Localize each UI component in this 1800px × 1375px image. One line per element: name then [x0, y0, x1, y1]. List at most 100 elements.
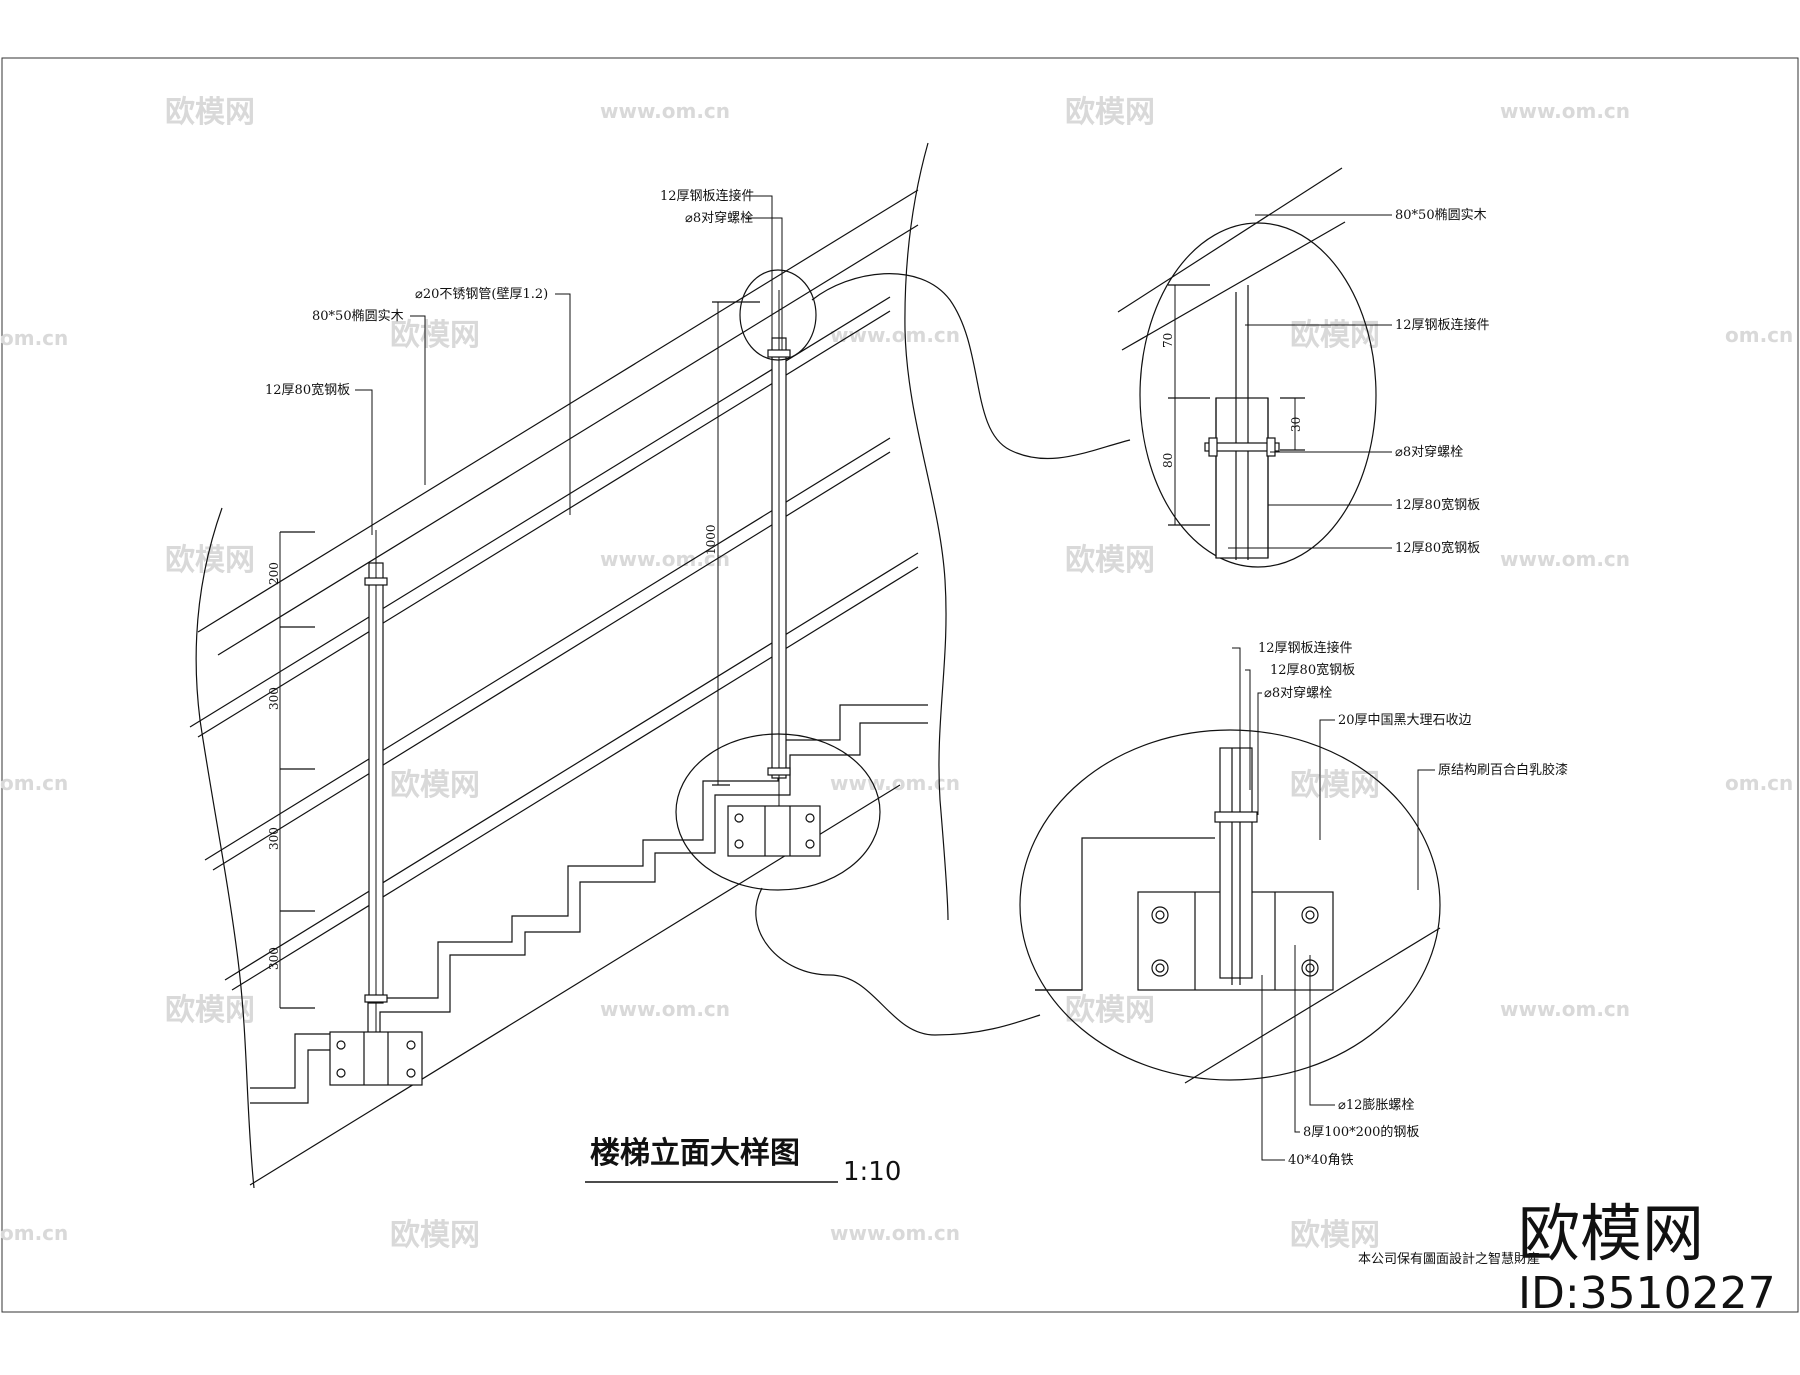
detail-bolt: [1214, 811, 1258, 823]
leader-line: [745, 195, 773, 345]
detail-connector: [1219, 747, 1253, 979]
break-line-right: [904, 142, 949, 921]
bolt-icon: [1151, 959, 1169, 977]
wood-handrail: [197, 189, 919, 633]
label-bolt: ⌀8对穿螺栓: [685, 210, 753, 226]
detail-plate: [1215, 397, 1269, 559]
wood-handrail: [217, 224, 919, 656]
dimension-1000: 1000: [704, 524, 718, 555]
watermark-site: www.om.cn: [600, 99, 730, 123]
bolt-icon: [406, 1040, 416, 1050]
watermark-logo: 欧模网: [390, 768, 480, 803]
leader-line: [1245, 669, 1251, 790]
label-marble: 20厚中国黑大理石收边: [1338, 713, 1472, 728]
label-bolt: ⌀8对穿螺栓: [1395, 444, 1463, 460]
steel-tube: [224, 552, 919, 981]
steel-tube: [231, 566, 919, 991]
top-detail: [1117, 167, 1392, 568]
callout-connector: [755, 887, 1041, 1036]
leader-line: [1319, 719, 1335, 840]
label-steel-connector: 12厚钢板连接件: [1395, 317, 1490, 333]
detail-bolt: [1204, 442, 1280, 452]
leader-line: [1417, 769, 1435, 890]
bolt-icon: [1301, 906, 1319, 924]
label-bolt: ⌀8对穿螺栓: [1264, 685, 1332, 701]
right-baluster-clamp: [767, 349, 791, 358]
bottom-detail: [1019, 647, 1441, 1161]
bottom-detail-labels: 12厚钢板连接件 12厚80宽钢板 ⌀8对穿螺栓 20厚中国黑大理石收边 原结构…: [1258, 640, 1568, 1168]
watermark-logo: 欧模网: [1290, 768, 1380, 803]
bolt-icon: [406, 1068, 416, 1078]
watermark-site: om.cn: [0, 326, 68, 350]
watermark-site: www.om.cn: [1500, 99, 1630, 123]
label-angle-iron: 40*40角铁: [1288, 1153, 1354, 1168]
drawing-scale: 1:10: [843, 1157, 901, 1187]
dimension-300: 300: [267, 947, 281, 970]
drawing-frame: [1, 57, 1799, 1313]
detail-wood-rail: [1117, 167, 1343, 313]
watermark-site: www.om.cn: [600, 997, 730, 1021]
leader-line: [1261, 975, 1285, 1161]
watermark-site: www.om.cn: [830, 771, 960, 795]
bolt-icon: [734, 839, 744, 849]
callout-connector: [811, 273, 1131, 460]
bolt-icon: [805, 839, 815, 849]
bolt-icon: [1305, 910, 1315, 920]
bolt-icon: [336, 1040, 346, 1050]
callout-circle-top: [739, 269, 817, 361]
label-expansion-bolt: ⌀12膨胀螺栓: [1338, 1098, 1414, 1113]
label-base-plate: 8厚100*200的钢板: [1303, 1124, 1419, 1140]
watermark-site: www.om.cn: [1500, 547, 1630, 571]
detail-stair-soffit: [1184, 927, 1441, 1084]
detail-wood-rail: [1121, 221, 1346, 351]
dimension-80: 80: [1161, 453, 1175, 468]
label-structure: 原结构刷百合白乳胶漆: [1438, 762, 1568, 778]
left-baluster-clamp: [364, 577, 388, 586]
watermark-logo: 欧模网: [390, 1218, 480, 1253]
watermark-logo: 欧模网: [165, 95, 255, 130]
label-steel-plate: 12厚80宽钢板: [1395, 497, 1480, 513]
watermark-logo: 欧模网: [390, 318, 480, 353]
main-elevation: [189, 142, 949, 1189]
label-steel-tube: ⌀20不锈钢管(壁厚1.2): [415, 287, 548, 302]
watermark-site: www.om.cn: [830, 1221, 960, 1245]
watermark-logo: 欧模网: [165, 993, 255, 1028]
left-baluster-clamp: [364, 994, 388, 1003]
label-steel-plate: 12厚80宽钢板: [265, 382, 350, 398]
watermark-logo: 欧模网: [1290, 1218, 1380, 1253]
copyright-note: 本公司保有圖面設計之智慧財產: [1358, 1251, 1540, 1267]
drawing-title: 楼梯立面大样图: [590, 1136, 800, 1171]
dimension-30: 30: [1289, 417, 1303, 432]
label-steel-connector: 12厚钢板连接件: [660, 188, 755, 204]
dimension-300: 300: [267, 827, 281, 850]
watermark-site: om.cn: [0, 771, 68, 795]
leader-line: [355, 389, 373, 535]
watermark-site: om.cn: [1725, 771, 1793, 795]
right-baluster-clamp: [767, 767, 791, 776]
leader-line: [745, 217, 783, 350]
dimension-70: 70: [1161, 333, 1175, 348]
break-line-left: [195, 507, 255, 1189]
label-steel-connector: 12厚钢板连接件: [1258, 640, 1353, 656]
brand-logo: 欧模网: [1518, 1197, 1704, 1270]
top-detail-labels: 80*50椭圆实木 12厚钢板连接件 ⌀8对穿螺栓 12厚80宽钢板 12厚80…: [1161, 207, 1490, 556]
label-steel-plate: 12厚80宽钢板: [1395, 540, 1480, 556]
watermark-site: www.om.cn: [1500, 997, 1630, 1021]
steel-tube: [204, 437, 891, 861]
bolt-head-icon: [1266, 437, 1276, 457]
label-wood-rail: 80*50椭圆实木: [1395, 207, 1487, 223]
leader-line: [1309, 955, 1335, 1106]
callout-circle-bottom: [675, 733, 881, 891]
main-labels: 12厚钢板连接件 ⌀8对穿螺栓 ⌀20不锈钢管(壁厚1.2) 80*50椭圆实木…: [265, 188, 755, 398]
watermark-site: om.cn: [0, 1221, 68, 1245]
bolt-icon: [1155, 910, 1165, 920]
main-dimension-text: 200 300 300 300 1000: [267, 524, 718, 970]
watermark-logo: 欧模网: [1065, 993, 1155, 1028]
leader-line: [555, 293, 571, 515]
leader-line: [1232, 647, 1241, 790]
watermark-layer: 欧模网 www.om.cn 欧模网 www.om.cn om.cn 欧模网 ww…: [0, 95, 1793, 1253]
label-wood-rail: 80*50椭圆实木: [312, 308, 404, 324]
bolt-icon: [734, 813, 744, 823]
